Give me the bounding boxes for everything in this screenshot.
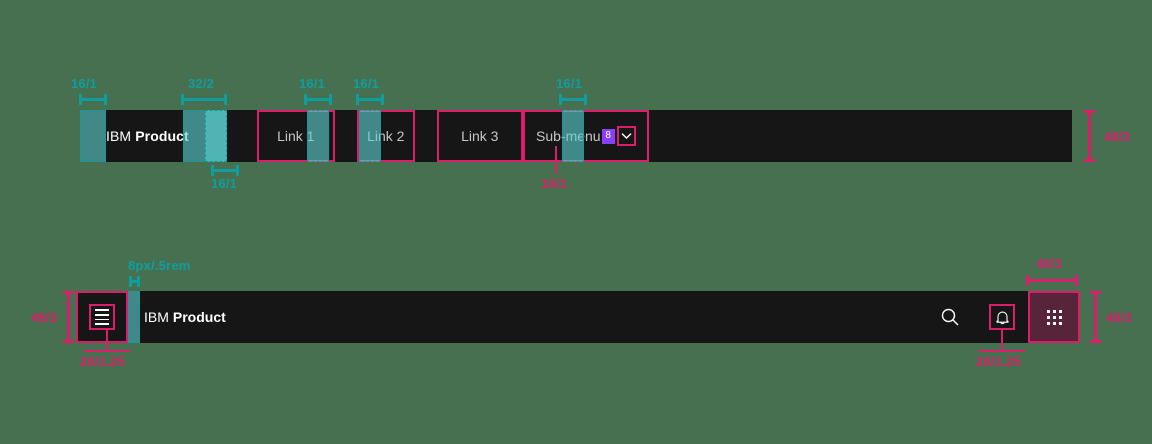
ruler-brand-left-pad <box>79 94 107 105</box>
nav-link-3[interactable]: Link 3 <box>436 110 523 162</box>
nav-link-1-label: Link 1 <box>277 128 315 144</box>
nav-link-3-label: Link 3 <box>461 128 499 144</box>
brand-lockup[interactable]: IBM Product <box>106 110 189 162</box>
app-switcher-grid-icon <box>1046 309 1062 325</box>
leader-submenu-chevron <box>555 146 557 174</box>
ruler-nb2-height-left <box>63 291 74 343</box>
link-gap-1 <box>334 110 357 162</box>
annotation-nb2-brand-gap: 8px/.5rem <box>128 258 191 273</box>
annotation-menu-icon-size: 20/1.25 <box>80 354 125 369</box>
ruler-brand-right-pad <box>181 94 227 105</box>
annotation-brand-left-pad: 16/1 <box>71 76 98 91</box>
annotation-link-gap-2: 16/1 <box>353 76 380 91</box>
annotation-bell-icon-size: 20/1.25 <box>976 354 1021 369</box>
search-icon <box>939 306 961 328</box>
annotation-nb2-height-left: 48/3 <box>31 310 58 325</box>
ruler-submenu-right-gap <box>559 94 587 105</box>
leader-menu-icon-size <box>106 330 108 352</box>
spacing-overlay-logo-gap <box>205 110 227 162</box>
spacing-overlay-link-gap-2 <box>359 110 381 162</box>
notifications-button[interactable] <box>976 291 1028 343</box>
spacing-overlay-brand-left <box>80 110 106 162</box>
pre-link-spacer <box>233 110 257 162</box>
spacing-overlay-submenu-right <box>562 110 584 162</box>
chevron-down-icon[interactable] <box>616 126 636 146</box>
nav-submenu[interactable]: Sub-menu 8 <box>522 110 649 162</box>
brand-name: Product <box>135 128 189 144</box>
nb2-brand-prefix: IBM <box>144 309 169 325</box>
header-actions <box>924 291 1080 343</box>
link-gap-2 <box>414 110 437 162</box>
nav-submenu-badge: 8 <box>601 128 615 144</box>
app-switcher-button[interactable] <box>1028 291 1080 343</box>
ruler-link-gap-2 <box>356 94 384 105</box>
annotation-app-switcher-height: 48/3 <box>1106 310 1133 325</box>
ruler-link-gap-1 <box>304 94 332 105</box>
ruler-nb2-brand-gap <box>129 276 140 287</box>
leader-bell-icon-size-bar <box>979 350 1025 352</box>
hamburger-menu-button[interactable] <box>76 291 128 343</box>
nb2-brand-lockup[interactable]: IBM Product <box>144 309 226 325</box>
hamburger-menu-icon <box>89 304 115 330</box>
brand-prefix: IBM <box>106 128 132 144</box>
annotation-logo-gap: 16/1 <box>211 176 238 191</box>
search-button[interactable] <box>924 291 976 343</box>
leader-menu-icon-size-bar <box>84 350 130 352</box>
spacing-overlay-link-gap-1 <box>307 110 329 162</box>
navbar-product-header: IBM Product <box>76 291 1080 343</box>
annotation-submenu-right-gap: 16/1 <box>556 76 583 91</box>
ruler-navbar-one-height <box>1084 110 1095 162</box>
leader-bell-icon-size <box>1001 330 1003 352</box>
annotation-app-switcher-width: 48/3 <box>1036 256 1063 271</box>
ruler-app-switcher-height <box>1090 291 1101 343</box>
annotation-brand-right-pad: 32/2 <box>188 76 215 91</box>
notification-bell-icon <box>989 304 1015 330</box>
ruler-logo-gap <box>211 165 239 176</box>
annotation-link-gap-1: 16/1 <box>299 76 326 91</box>
annotation-navbar-one-height: 48/3 <box>1104 129 1131 144</box>
spacing-overlay-nb2-brand-gap <box>128 291 140 343</box>
nb2-brand-name: Product <box>172 309 226 325</box>
annotation-submenu-chevron: 16/1 <box>541 176 568 191</box>
ruler-app-switcher-width <box>1026 275 1078 286</box>
